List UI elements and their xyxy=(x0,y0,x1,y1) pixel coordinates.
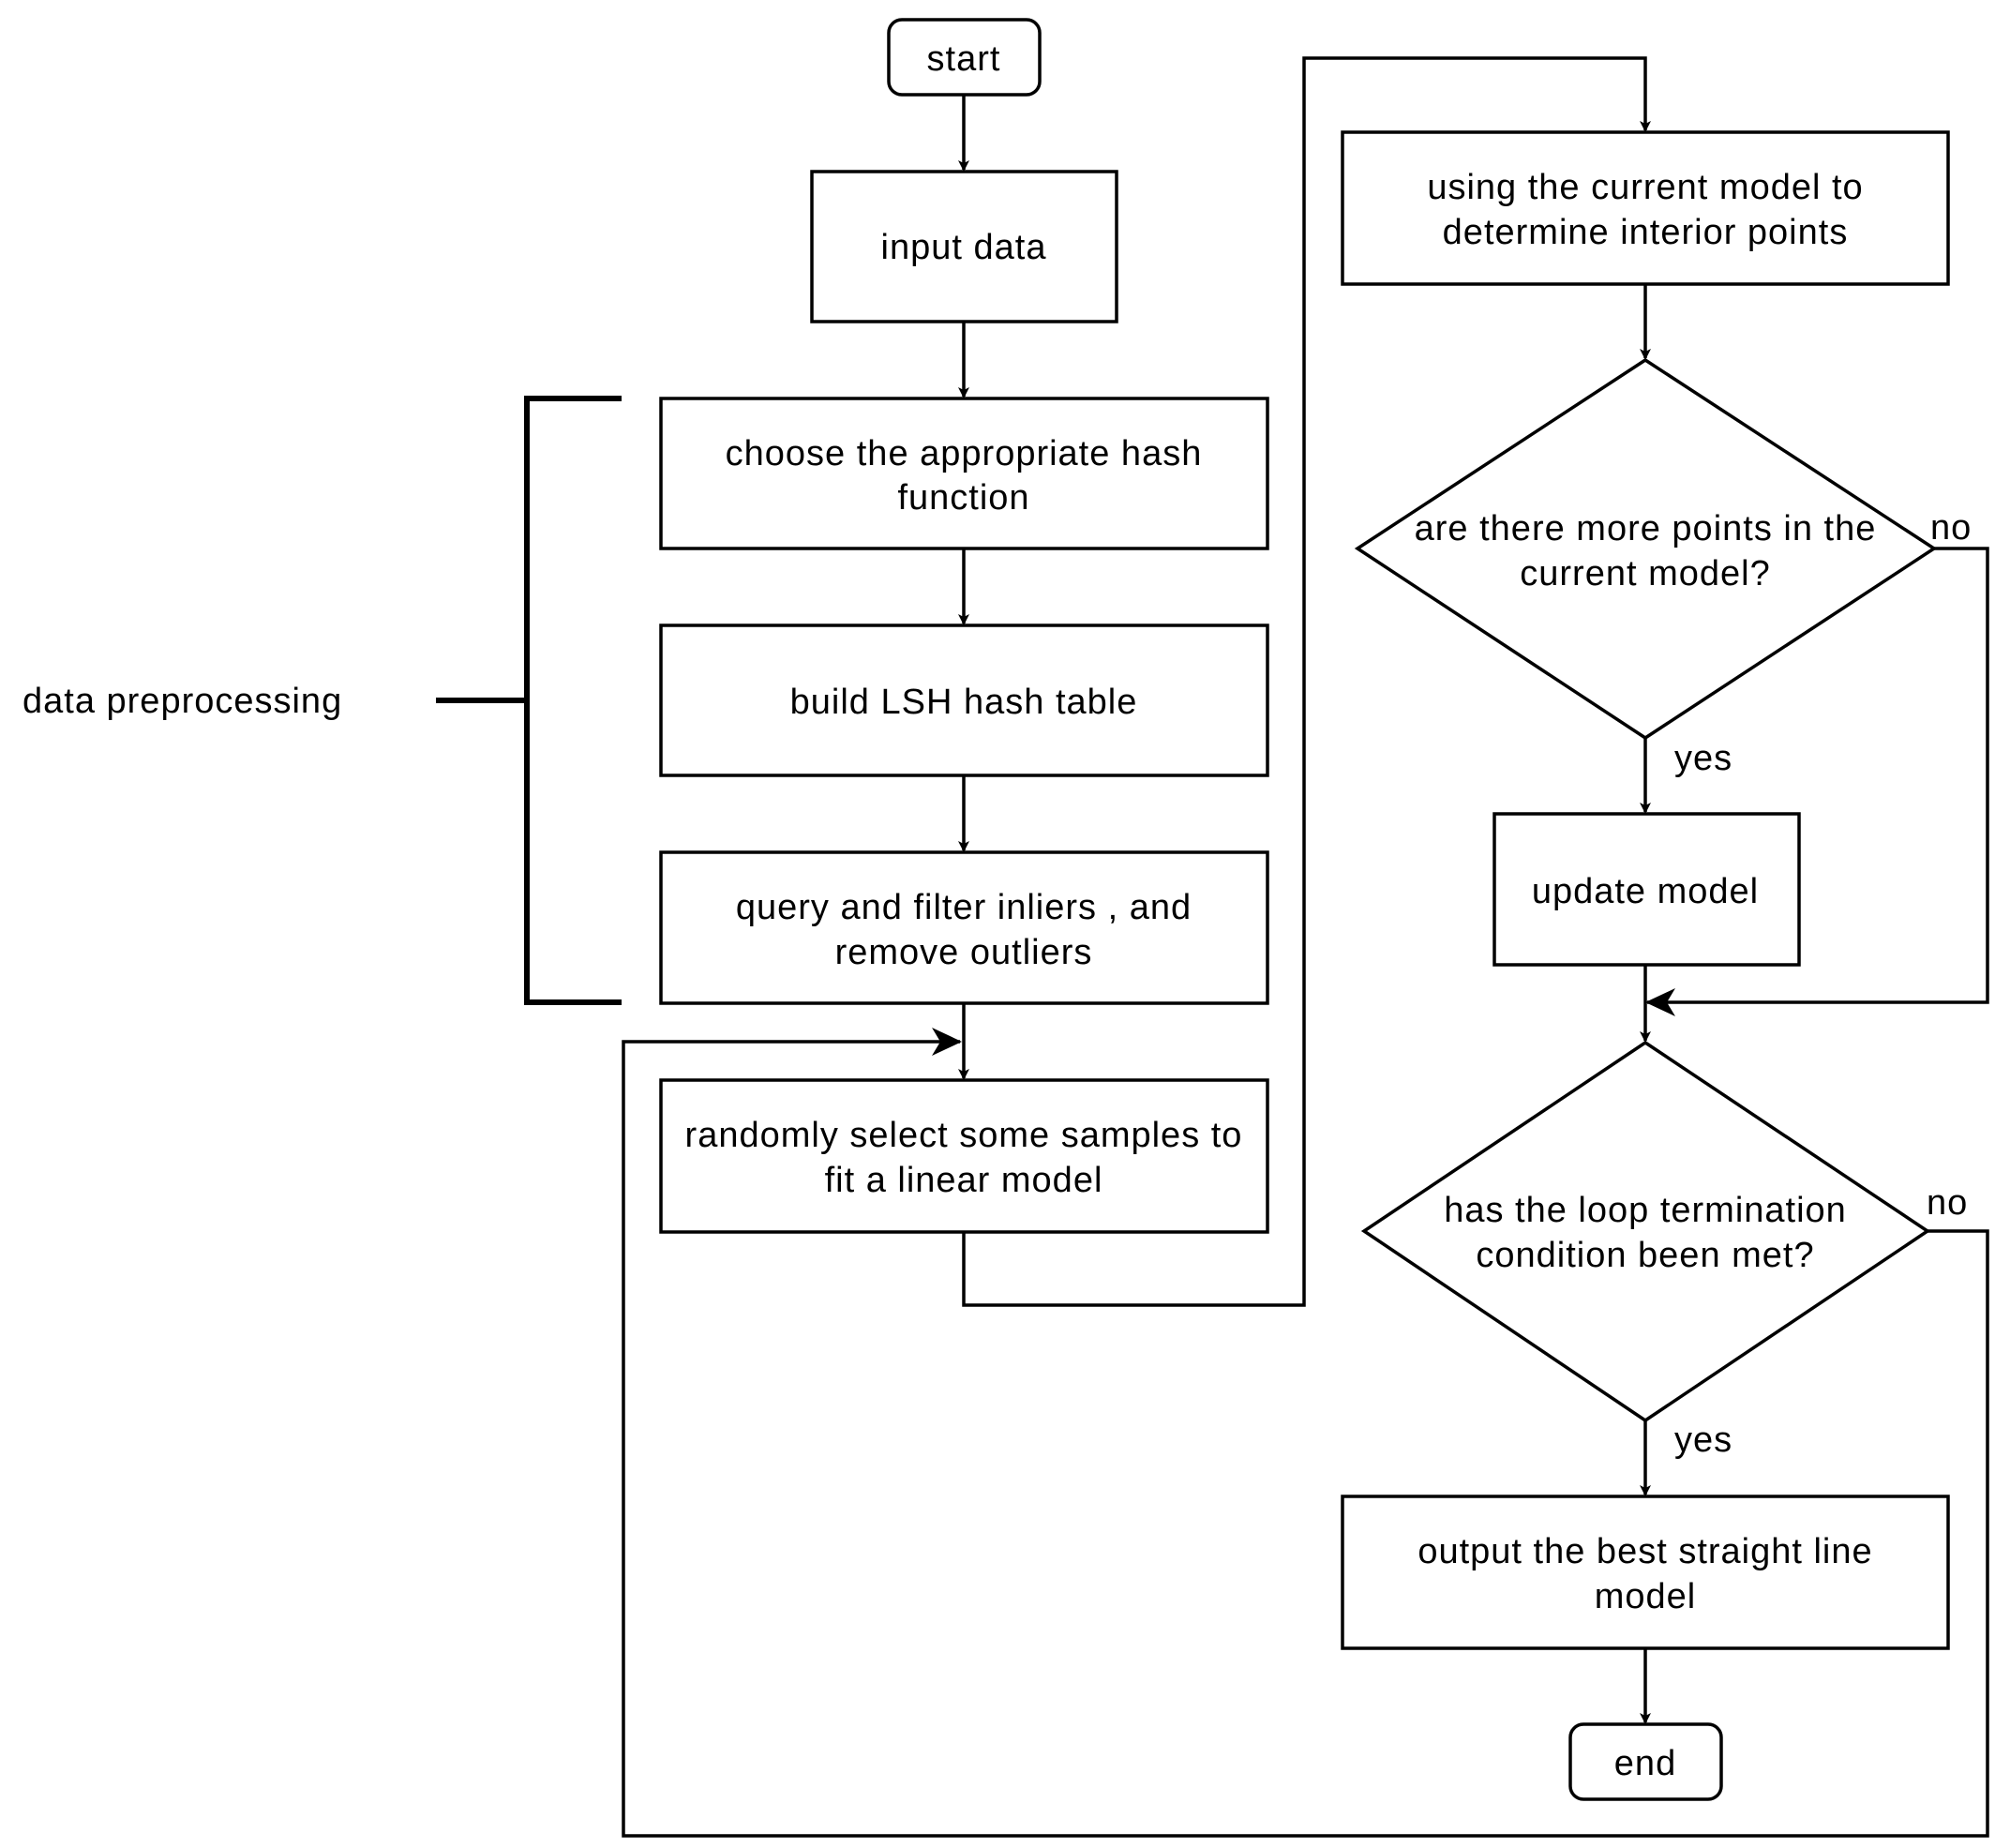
node-using-model-label-1: using the current model to xyxy=(1427,168,1863,207)
edge-more-no-loop xyxy=(1645,547,1989,1016)
node-output-best-label-1: output the best straight line xyxy=(1418,1532,1872,1571)
node-update-model: update model xyxy=(1492,812,1801,967)
preprocessing-bracket xyxy=(524,396,622,1005)
node-using-model: using the current model to determine int… xyxy=(1341,130,1950,286)
edge-random-to-using xyxy=(962,56,1651,1307)
decision-loop-termination-label-2: condition been met? xyxy=(1476,1236,1814,1275)
node-input-data: input data xyxy=(810,170,1118,323)
node-build-lsh-label: build LSH hash table xyxy=(790,683,1138,722)
node-build-lsh: build LSH hash table xyxy=(659,624,1269,777)
decision-more-points-label-2: current model? xyxy=(1520,554,1770,593)
node-random-select: randomly select some samples to fit a li… xyxy=(659,1078,1269,1234)
node-end: end xyxy=(1568,1722,1723,1801)
preprocessing-group-label: data preprocessing xyxy=(22,682,342,721)
node-input-data-label: input data xyxy=(881,228,1047,267)
edge-label-more-yes: yes xyxy=(1674,739,1732,778)
decision-more-points-label-1: are there more points in the xyxy=(1415,509,1877,548)
node-output-best: output the best straight line model xyxy=(1341,1495,1950,1650)
edge-label-term-no: no xyxy=(1927,1183,1968,1223)
node-end-label: end xyxy=(1614,1744,1676,1783)
node-update-model-label: update model xyxy=(1532,872,1759,911)
preprocessing-group: data preprocessing xyxy=(22,396,622,1005)
edge-label-term-yes: yes xyxy=(1674,1420,1732,1460)
edge-label-more-no: no xyxy=(1930,508,1972,548)
node-query-filter-label-1: query and filter inliers , and xyxy=(736,888,1192,927)
node-start-label: start xyxy=(927,39,1001,79)
node-choose-hash-label-2: function xyxy=(897,478,1029,518)
node-query-filter: query and filter inliers , and remove ou… xyxy=(659,850,1269,1005)
node-output-best-label-2: model xyxy=(1595,1577,1697,1616)
decision-loop-termination: has the loop termination condition been … xyxy=(1360,1040,1931,1423)
node-choose-hash-label-1: choose the appropriate hash xyxy=(726,434,1203,473)
node-query-filter-label-2: remove outliers xyxy=(835,933,1093,972)
node-start: start xyxy=(887,18,1042,97)
node-choose-hash: choose the appropriate hash function xyxy=(659,397,1269,550)
decision-loop-termination-label-1: has the loop termination xyxy=(1444,1191,1847,1230)
decision-more-points: are there more points in the current mod… xyxy=(1354,357,1938,741)
node-random-select-label-1: randomly select some samples to xyxy=(685,1116,1243,1155)
node-using-model-label-2: determine interior points xyxy=(1443,213,1849,252)
edge-term-no-loop-back xyxy=(622,1028,1989,1838)
node-random-select-label-2: fit a linear model xyxy=(825,1161,1103,1200)
